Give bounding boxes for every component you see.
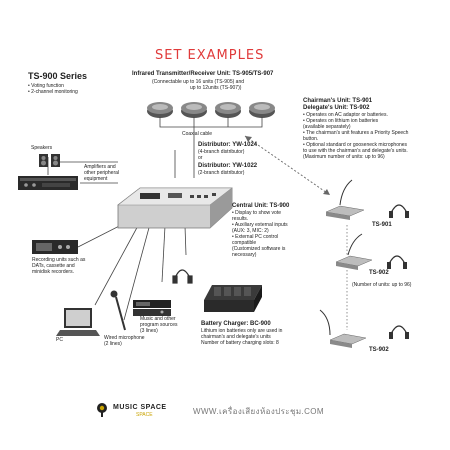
chairman-line-4: • The chairman's unit features a Priorit… [303,130,409,136]
infrared-link-arrow [244,135,331,196]
footer-bar [0,395,450,425]
infrared-unit-3 [215,102,241,118]
charger-line-1: Lithium ion batteries only are used in [201,328,283,334]
central-line-4: (AUX: 3, MIC: 2) [232,228,269,234]
amplifiers-line-1: Amplifiers and [84,164,116,170]
central-line-6: compatible [232,240,257,246]
recording-line-2: DATs, cassette and [32,263,75,269]
ts901-label: TS-901 [372,222,392,228]
central-line-2: results. [232,216,249,222]
speakers-label: Speakers [31,145,53,151]
charger-line-2: chairman's and delegate's units [201,334,271,340]
chairman-line-5: button. [303,136,319,142]
music-line-3: (3 lines) [140,328,158,334]
series-title: TS-900 Series [28,71,88,81]
central-line-1: • Display to show vote [232,210,281,216]
delegate-title: Delegate's Unit: TS-902 [303,105,370,111]
battery-charger-icon [204,285,262,312]
infrared-title: Infrared Transmitter/Receiver Unit: TS-9… [132,71,274,77]
ts902-upper-label: TS-902 [369,270,389,276]
central-unit-icon [117,187,233,229]
wired-microphone-icon [110,290,126,331]
distributor-2-title: Distributor: YW-1022 [198,163,258,169]
delegate-unit-1-icon [335,233,407,270]
infrared-line-1: (Connectable up to 16 units (TS-905) and [152,79,244,85]
wired-mic-line-2: (2 lines) [104,341,122,347]
infrared-transmitter-units [147,102,275,118]
website-link[interactable]: WWW.เครื่องเสียงห้องประชุม.COM [193,407,324,416]
series-feature-2: • 2-channel monitoring [28,89,78,95]
amplifiers-line-2: other peripheral [84,170,120,176]
central-unit-title: Central Unit: TS-900 [232,203,290,209]
infrared-line-2: up to 12units (TS-907)) [190,85,242,91]
music-line-1: Music and other [140,316,176,322]
central-line-5: • External PC control [232,234,279,240]
headphones-icon [172,269,193,284]
distributor-1-line-1: (4-branch distributor) [198,149,245,155]
brand-name: MUSIC SPACE [113,404,167,411]
set-examples-title: SET EXAMPLES [155,48,265,63]
central-line-7: (Customized software is [232,246,286,252]
brand-logo-icon [97,403,107,417]
chairman-line-7: to use with the chairman's and delegate'… [303,148,408,154]
number-of-units-label: (Number of units: up to 96) [352,282,412,288]
delegate-unit-2-icon [319,309,409,348]
amplifiers-line-3: equipment [84,176,108,182]
infrared-unit-1 [147,102,173,118]
brand-subtitle: SPACE [136,412,153,418]
pc-icon [56,308,100,336]
amplifier-icon [18,176,78,190]
infrared-unit-2 [181,102,207,118]
chairman-line-3: (available separately) [303,124,351,130]
coaxial-label: Coaxial cable [182,131,213,137]
music-line-2: program sources [140,322,178,328]
series-feature-1: • Voting function [28,83,64,89]
recording-line-3: minidisk recorders. [32,269,74,275]
distributor-2-line-1: (2-branch distributor) [198,170,245,176]
distributor-1-line-2: or [198,155,203,161]
chairman-line-1: • Operates on AC adaptor or batteries. [303,112,388,118]
charger-title: Battery Charger: BC-900 [201,321,271,327]
recording-unit-icon [32,240,78,254]
distributor-1-title: Distributor: YW-1024 [198,142,258,148]
music-source-icon [133,300,171,316]
recording-line-1: Recording units such as [32,257,86,263]
pc-label: PC [56,337,63,343]
chairman-line-2: • Operates on lithium ion batteries [303,118,379,124]
wired-mic-line-1: Wired microphone [104,335,145,341]
chairman-title: Chairman's Unit: TS-901 [303,98,373,104]
ts902-lower-label: TS-902 [369,347,389,353]
central-line-8: necessary) [232,252,257,258]
speakers-icon [39,154,60,167]
chairman-line-6: • Optional standard or gooseneck microph… [303,142,408,148]
central-line-3: • Auxiliary external inputs [232,222,288,228]
chairman-unit-icon [325,179,409,220]
infrared-unit-4 [249,102,275,118]
charger-line-3: Number of battery charging slots: 8 [201,340,279,346]
chairman-line-8: (Maximum number of units: up to 96) [303,154,385,160]
